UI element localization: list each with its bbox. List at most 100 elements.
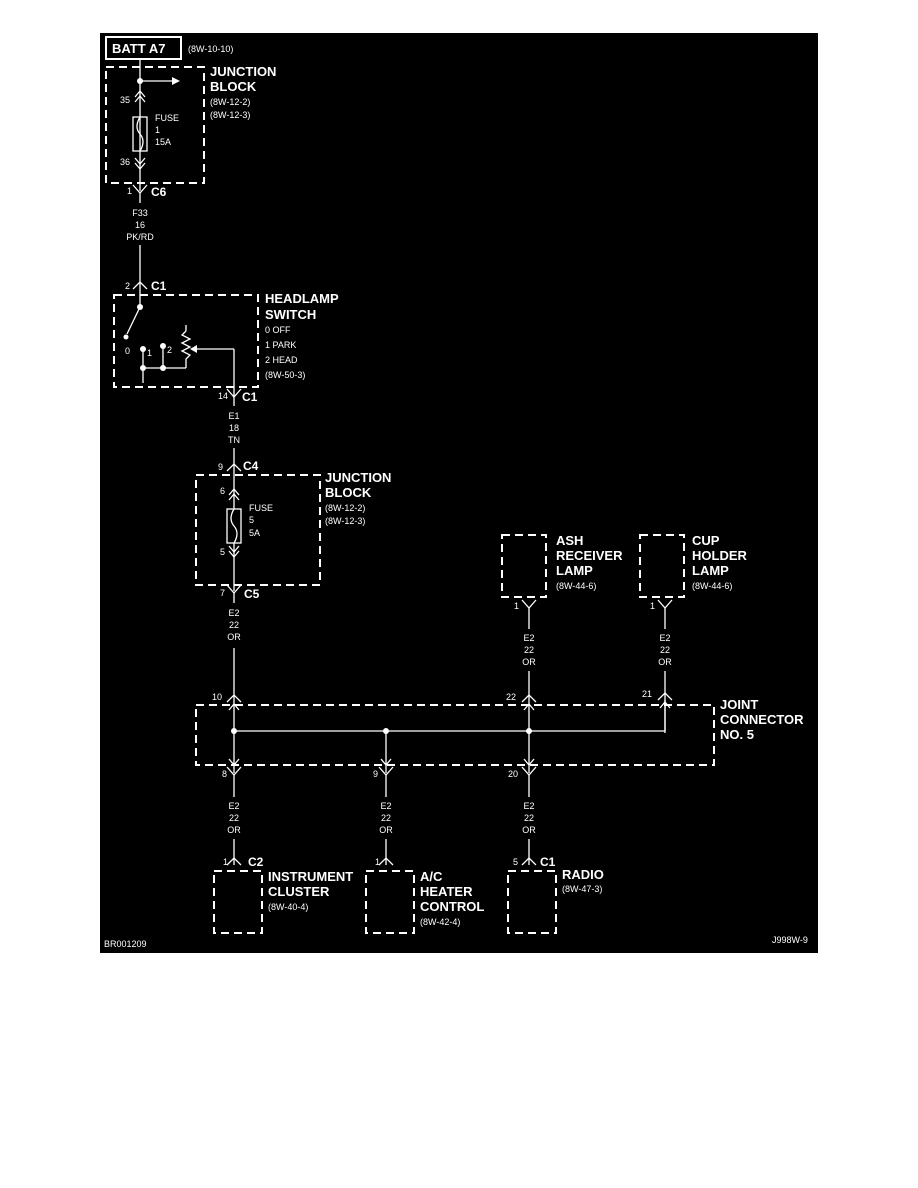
radio-ref: (8W-47-3) [562, 884, 602, 894]
jc-title-3: NO. 5 [720, 727, 754, 742]
hs-contact-0: 0 [125, 346, 130, 356]
battery-label-box [105, 36, 182, 60]
ac-connector-icon [378, 857, 394, 866]
e1-circuit: E1 [228, 411, 239, 421]
jb1-title-1: JUNCTION [210, 64, 276, 79]
ic-title-2: CLUSTER [268, 884, 330, 899]
jc-pin21-icon [657, 692, 673, 701]
hs-ref: (8W-50-3) [265, 370, 305, 380]
hs-pos0: 0 OFF [265, 325, 291, 335]
e2-main-circuit: E2 [228, 608, 239, 618]
hs-title-2: SWITCH [265, 307, 316, 322]
ash-pin: 1 [514, 601, 519, 611]
f33-gauge: 16 [135, 220, 145, 230]
ic-connector: C2 [248, 855, 264, 869]
jb1-pin-out: 36 [120, 157, 130, 167]
radio-box [507, 870, 557, 934]
radio-title: RADIO [562, 867, 604, 882]
jb2-fuse-label: FUSE [249, 503, 273, 513]
joint-connector-box [195, 704, 715, 766]
jb2-pin-in: 6 [220, 486, 225, 496]
jc-pin-22: 22 [506, 692, 516, 702]
jb1-ref-2: (8W-12-3) [210, 110, 250, 120]
jb2-title-1: JUNCTION [325, 470, 391, 485]
ic-connector-icon [226, 857, 242, 866]
jc-pin-9: 9 [373, 769, 378, 779]
footer-right-code: J998W-9 [772, 935, 808, 945]
cup-title-2: HOLDER [692, 548, 748, 563]
ash-title-2: RECEIVER [556, 548, 623, 563]
switch-blade [126, 306, 141, 335]
pin-5-terminal [228, 545, 240, 559]
ac-pin: 1 [375, 857, 380, 867]
jb2-in-pin: 9 [218, 462, 223, 472]
cup-wire-color: OR [658, 657, 672, 667]
radio-wire-circuit: E2 [523, 801, 534, 811]
ac-ref: (8W-42-4) [420, 917, 460, 927]
ash-title-3: LAMP [556, 563, 593, 578]
jb1-title-2: BLOCK [210, 79, 257, 94]
jb2-fuse-rating: 5A [249, 528, 260, 538]
jb1-out-pin: 1 [127, 186, 132, 196]
hs-out-connector: C1 [242, 390, 258, 404]
f33-color: PK/RD [126, 232, 154, 242]
connector-c1-in-icon [132, 281, 148, 290]
fuse-1-element [136, 116, 144, 152]
jb2-fuse-number: 5 [249, 515, 254, 525]
hs-contact-2: 2 [167, 345, 172, 355]
ic-title-1: INSTRUMENT [268, 869, 353, 884]
ic-pin: 1 [223, 857, 228, 867]
footer-left-code: BR001209 [104, 939, 147, 949]
splice-dot [383, 728, 389, 734]
jc-pin-21: 21 [642, 689, 652, 699]
jc-pin-10: 10 [212, 692, 222, 702]
cup-title-3: LAMP [692, 563, 729, 578]
ash-title-1: ASH [556, 533, 583, 548]
ash-lamp-box [501, 534, 547, 598]
instrument-cluster-box [213, 870, 263, 934]
contact-0-dot [123, 334, 129, 340]
diagram-canvas: BATT A7 (8W-10-10) 35 FUSE 1 15A 36 JUNC… [104, 36, 808, 949]
ic-wire-circuit: E2 [228, 801, 239, 811]
ac-heater-box [365, 870, 415, 934]
pin-36-terminal [134, 157, 146, 171]
jb2-ref-2: (8W-12-3) [325, 516, 365, 526]
e2-main-color: OR [227, 632, 241, 642]
splice-dot [526, 728, 532, 734]
radio-wire-gauge: 22 [524, 813, 534, 823]
jb2-pin-out: 5 [220, 547, 225, 557]
cup-wire-gauge: 22 [660, 645, 670, 655]
ac-title-3: CONTROL [420, 899, 484, 914]
ic-wire-color: OR [227, 825, 241, 835]
jc-terminal [523, 758, 535, 767]
e2-main-gauge: 22 [229, 620, 239, 630]
cup-pin: 1 [650, 601, 655, 611]
jb1-fuse-rating: 15A [155, 137, 171, 147]
jc-pin22-icon [521, 694, 537, 703]
f33-circuit: F33 [132, 208, 148, 218]
radio-connector-icon [521, 857, 537, 866]
fuse-5-element [230, 508, 238, 544]
jb2-in-connector: C4 [243, 459, 259, 473]
jb1-ref-1: (8W-12-2) [210, 97, 250, 107]
radio-connector: C1 [540, 855, 556, 869]
cup-lamp-box [639, 534, 685, 598]
ac-title-2: HEATER [420, 884, 473, 899]
jc-terminal [228, 758, 240, 767]
pin-6-terminal [228, 487, 240, 501]
arrow-right-icon [172, 77, 180, 85]
ac-wire-circuit: E2 [380, 801, 391, 811]
pin-35-terminal [134, 89, 146, 103]
jb2-out-connector: C5 [244, 587, 260, 601]
ash-ref: (8W-44-6) [556, 581, 596, 591]
jb1-out-connector: C6 [151, 185, 167, 199]
ac-wire-color: OR [379, 825, 393, 835]
hs-pos2: 2 HEAD [265, 355, 298, 365]
jb2-title-2: BLOCK [325, 485, 372, 500]
hs-contact-1: 1 [147, 348, 152, 358]
jc-pin-20: 20 [508, 769, 518, 779]
splice-dot [231, 728, 237, 734]
ac-wire-gauge: 22 [381, 813, 391, 823]
jb1-pin-in: 35 [120, 95, 130, 105]
jb2-out-pin: 7 [220, 588, 225, 598]
